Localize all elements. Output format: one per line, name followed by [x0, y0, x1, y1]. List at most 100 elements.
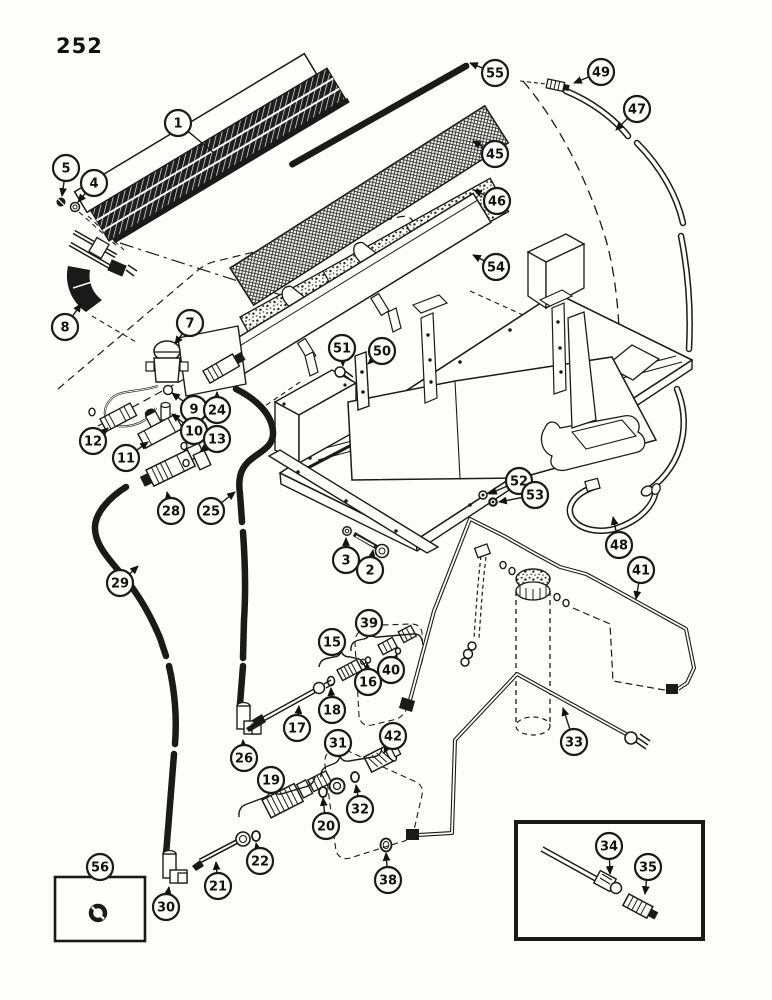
callout-circle: [317, 627, 347, 657]
callout-26: 26: [229, 739, 259, 773]
air-duct: [347, 356, 658, 481]
callout-leader: [163, 886, 172, 896]
callout-49: 49: [573, 57, 616, 87]
callout-38: 38: [373, 852, 403, 895]
callout-circle: [256, 765, 286, 795]
callout-number: 55: [486, 67, 504, 82]
callout-leader: [174, 333, 184, 345]
callout-13: 13: [199, 424, 232, 454]
callout-34: 34: [594, 831, 624, 875]
callout-number: 42: [384, 730, 402, 745]
callout-1: 1: [163, 108, 215, 154]
callout-number: 25: [202, 505, 220, 520]
callout-33: 33: [559, 707, 589, 757]
callout-16: 16: [353, 662, 383, 697]
callout-circle: [163, 108, 193, 138]
callout-number: 11: [117, 452, 135, 467]
callout-21: 21: [203, 861, 233, 901]
callout-number: 54: [487, 261, 505, 276]
callout-18: 18: [317, 687, 347, 725]
callout-leader: [561, 707, 571, 730]
callout-circle: [355, 555, 385, 585]
callout-leader: [187, 130, 215, 154]
callout-circle: [376, 655, 406, 685]
callout-circle: [482, 186, 512, 216]
nut-53: [488, 497, 498, 507]
grommet-56: [88, 903, 108, 923]
callout-number: 46: [488, 195, 506, 210]
callout-29: 29: [105, 565, 139, 598]
callout-number: 52: [510, 475, 528, 490]
callout-leader: [212, 861, 221, 874]
o-ring-16: [364, 656, 372, 664]
inset-box-56: [53, 875, 147, 943]
callout-51: 51: [327, 333, 357, 367]
callout-number: 2: [365, 564, 374, 579]
o-ring-32: [350, 771, 360, 783]
callout-circle: [378, 721, 408, 751]
hose-29: [91, 483, 179, 856]
callout-circle: [586, 57, 616, 87]
callout-circle: [282, 713, 312, 743]
callout-circle: [559, 727, 589, 757]
gusset: [567, 311, 597, 429]
callout-circle: [79, 168, 109, 198]
plenum-leg: [387, 307, 402, 333]
callout-number: 1: [173, 117, 182, 132]
callout-circle: [85, 852, 115, 882]
callout-leader: [615, 117, 629, 131]
callout-leader: [136, 441, 149, 451]
callout-number: 5: [61, 162, 70, 177]
callout-28: 28: [156, 491, 186, 526]
o-ring-18: [326, 675, 336, 687]
callout-number: 18: [323, 704, 341, 719]
callout-number: 28: [162, 505, 180, 520]
callout-leader: [128, 565, 139, 575]
callout-circle: [311, 811, 341, 841]
callout-circle: [367, 336, 397, 366]
screw-5: [56, 197, 66, 207]
callout-number: 4: [89, 177, 98, 192]
callout-circle: [111, 443, 141, 473]
fitting-12: [99, 402, 138, 433]
callout-2: 2: [355, 549, 385, 585]
callout-leader: [573, 76, 590, 84]
support-bracket-corner: [526, 233, 586, 395]
callout-19: 19: [256, 765, 286, 795]
callout-32: 32: [345, 784, 375, 824]
callout-10: 10: [171, 413, 209, 446]
support-bracket-mid: [411, 294, 449, 404]
o-ring: [88, 407, 96, 417]
callout-53: 53: [498, 480, 550, 510]
callout-leader: [171, 413, 185, 424]
callout-number: 32: [351, 803, 369, 818]
callout-leader: [220, 491, 236, 504]
mounting-pad: [66, 266, 102, 312]
hose-47: [562, 87, 693, 497]
callout-circle: [203, 871, 233, 901]
callout-leader: [382, 852, 391, 868]
callout-leader: [498, 496, 523, 505]
callout-31: 31: [323, 728, 353, 758]
callout-number: 20: [317, 820, 335, 835]
callout-leader: [610, 516, 619, 533]
callout-20: 20: [311, 797, 341, 841]
capillary-nut: [162, 384, 174, 396]
drain-hose-48: [566, 477, 661, 534]
callout-17: 17: [282, 705, 312, 743]
callout-45: 45: [472, 139, 510, 169]
callout-number: 9: [189, 403, 198, 418]
mounting-frame: [267, 233, 694, 554]
callout-circle: [245, 846, 275, 876]
callout-3: 3: [331, 537, 361, 575]
o-ring-40: [394, 647, 402, 655]
callout-4: 4: [77, 168, 109, 203]
o-ring-20: [318, 786, 328, 798]
nut-4: [69, 201, 81, 213]
callout-39: 39: [354, 608, 384, 638]
callout-12: 12: [78, 426, 109, 456]
callout-40: 40: [376, 653, 406, 685]
grommet-31: [328, 777, 346, 795]
